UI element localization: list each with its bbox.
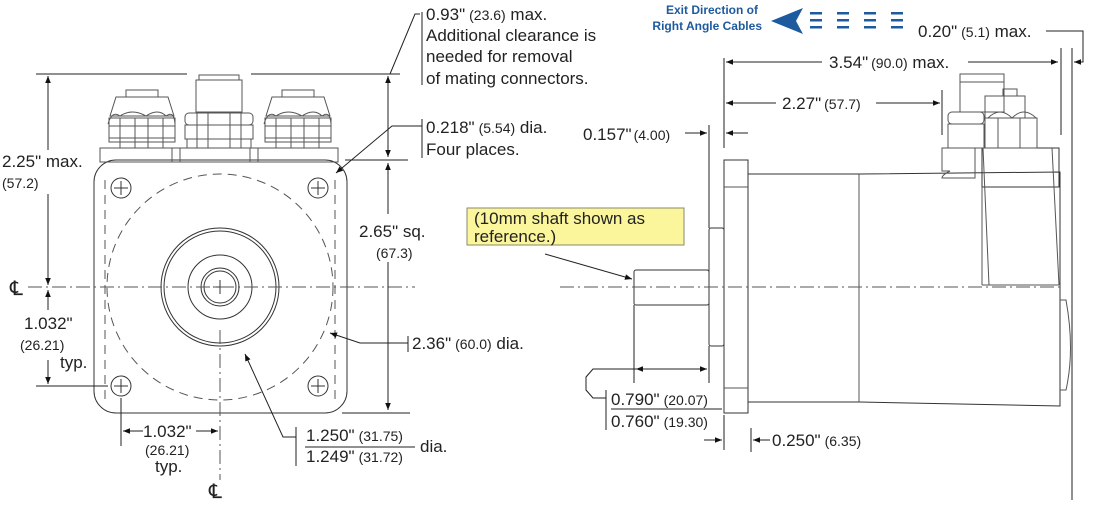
centerline-symbol-bottom: ℄	[208, 481, 222, 503]
rear-extension-dimension: 0.20"(5.1) max.	[918, 22, 1031, 41]
bolt-circle	[106, 173, 334, 401]
connector-left	[107, 89, 176, 148]
clearance-dimension: 0.93"(23.6) max.	[426, 5, 547, 24]
shaft-length-upper: 0.790"(20.07)	[611, 390, 708, 409]
mount-hole-br	[307, 375, 329, 397]
mount-hole-bl	[110, 375, 132, 397]
connector-offset-dimension: 2.27"(57.7)	[782, 94, 861, 113]
shaft-length-lower: 0.760"(19.30)	[611, 412, 708, 431]
pilot-lower-dimension: 1.249"(31.72)	[306, 447, 403, 466]
hole-offset-v-metric: (26.21)	[20, 337, 64, 353]
exit-direction-line1: Exit Direction of	[666, 3, 759, 17]
flange-thickness-dimension: 0.250"(6.35)	[772, 431, 861, 450]
hole-offset-h-note: typ.	[155, 457, 182, 476]
exit-direction-legend: Exit Direction of Right Angle Cables	[652, 3, 903, 34]
centerline-symbol-left: ℄	[9, 278, 23, 300]
flange-square-metric: (67.3)	[376, 245, 413, 261]
motor-body	[748, 171, 1061, 407]
pilot-depth-dimension: 0.157"(4.00)	[583, 125, 670, 144]
connector-right	[263, 89, 332, 148]
side-view: (10mm shaft shown as reference.) 0.157"(…	[466, 22, 1084, 500]
mount-hole-dimension: 0.218"(5.54) dia.	[426, 118, 547, 137]
clearance-note-line3: needed for removal	[426, 47, 572, 66]
shaft-note-box	[466, 207, 685, 246]
pilot-upper-dimension: 1.250"(31.75)	[306, 426, 403, 445]
overall-length-dimension: 3.54"(90.0) max.	[829, 53, 949, 72]
connector-middle	[184, 74, 254, 149]
mount-hole-tl	[110, 177, 132, 199]
mount-hole-note: Four places.	[426, 140, 520, 159]
left-arrow-icon	[771, 8, 803, 34]
hole-offset-v-note: typ.	[60, 353, 87, 372]
mount-hole-tr	[307, 177, 329, 199]
hole-offset-v-imperial: 1.032"	[24, 314, 73, 333]
front-view: 2.25" max. (57.2) ℄ ℄ 0.93"(23.6) max. A…	[2, 5, 596, 503]
hole-offset-h-metric: (26.21)	[145, 442, 189, 458]
clearance-note-line4: of mating connectors.	[426, 69, 589, 88]
overall-height-metric: (57.2)	[2, 175, 39, 191]
hole-offset-h-imperial: 1.032"	[143, 422, 192, 441]
clearance-note-line2: Additional clearance is	[426, 26, 596, 45]
shaft-note-line1: (10mm shaft shown as	[474, 209, 645, 228]
overall-height-imperial: 2.25" max.	[2, 152, 83, 171]
bolt-circle-dimension: 2.36"(60.0) dia.	[412, 334, 524, 353]
flange-square-imperial: 2.65" sq.	[359, 222, 426, 241]
cable-hatch-icon	[810, 12, 903, 29]
exit-direction-line2: Right Angle Cables	[652, 19, 762, 33]
pilot-dia-suffix: dia.	[420, 437, 447, 456]
shaft-note-line2: reference.)	[474, 227, 556, 246]
